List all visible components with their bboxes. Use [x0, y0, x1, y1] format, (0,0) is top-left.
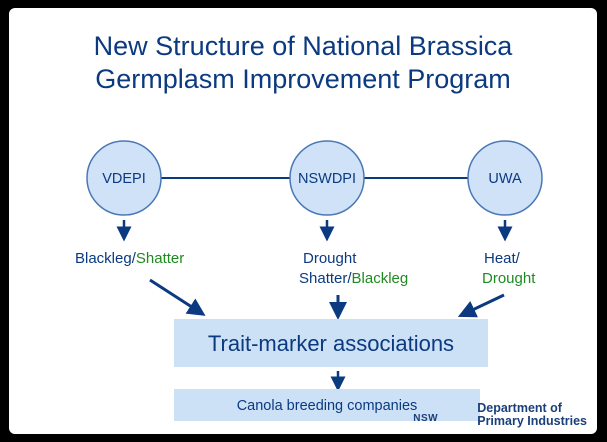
node-label-vdepi: VDEPI — [102, 171, 146, 187]
department-logo: NSW Department of Primary Industries — [413, 401, 587, 428]
trait-line: Drought — [482, 270, 536, 287]
node-label-uwa: UWA — [488, 171, 522, 187]
trait-line: Shatter/Blackleg — [299, 270, 408, 287]
slide: New Structure of National Brassica Germp… — [9, 8, 597, 434]
canola-box: Canola breeding companies — [174, 389, 480, 421]
canola-box-label: Canola breeding companies — [237, 398, 418, 414]
node-vdepi: VDEPI — [86, 140, 162, 216]
trait-line: Heat/ — [484, 250, 521, 267]
trait-marker-box: Trait-marker associations — [174, 319, 488, 367]
trait-marker-box-label: Trait-marker associations — [208, 331, 454, 356]
arrow-uwa-to-box — [457, 293, 505, 318]
node-uwa: UWA — [467, 140, 543, 216]
logo-line-1: Department of — [477, 401, 562, 415]
trait-line: Drought — [303, 250, 357, 267]
trait-label-vdepi: Blackleg/Shatter — [75, 250, 184, 267]
trait-label-uwa: Heat/Drought — [482, 250, 536, 287]
slide-title-line-2: Germplasm Improvement Program — [95, 64, 511, 94]
arrow-vdepi-to-box — [149, 278, 206, 316]
logo-agency-mark: NSW — [413, 413, 439, 424]
trait-segment: Shatter — [136, 250, 184, 267]
trait-segment: Drought — [303, 250, 357, 267]
trait-segment: Heat/ — [484, 250, 521, 267]
trait-segment: Drought — [482, 270, 536, 287]
trait-segment: Shatter/ — [299, 270, 352, 287]
program-diagram: VDEPI NSWDPI UWA Blackleg/Shatter Drough… — [75, 140, 543, 421]
trait-segment: Blackleg/ — [75, 250, 137, 267]
slide-title-line-1: New Structure of National Brassica — [93, 31, 513, 61]
trait-segment: Blackleg — [352, 270, 409, 287]
logo-line-2: Primary Industries — [477, 414, 587, 428]
node-nswdpi: NSWDPI — [289, 140, 365, 216]
node-label-nswdpi: NSWDPI — [298, 171, 356, 187]
